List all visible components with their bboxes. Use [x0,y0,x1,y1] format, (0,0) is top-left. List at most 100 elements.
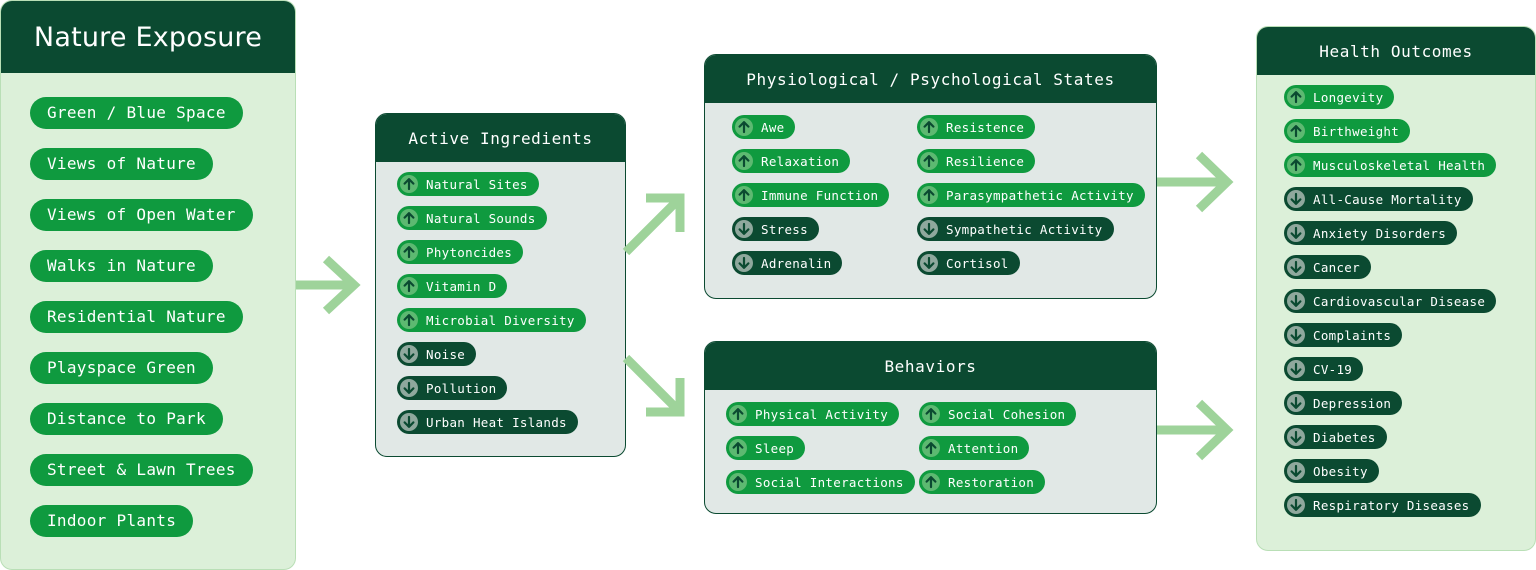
arrow-down-circle-icon [1287,224,1305,242]
chip-label: Social Cohesion [948,406,1066,422]
nature-exposure-list: Green / Blue Space Views of Nature Views… [1,73,295,537]
chip-label: Diabetes [1313,429,1376,445]
chip-label: All-Cause Mortality [1313,191,1462,207]
arrow-down-circle-icon [1287,394,1305,412]
active-item-urban-heat-islands: Urban Heat Islands [397,410,578,434]
arrow-up-circle-icon [735,186,753,204]
arrow-up-circle-icon [735,152,753,170]
arrow-down-circle-icon [400,379,418,397]
health-outcomes-panel: Health Outcomes Longevity Birthweight Mu… [1256,26,1536,551]
arrow-up-circle-icon [729,439,747,457]
chip-label: Restoration [948,474,1035,490]
nature-item-indoor-plants: Indoor Plants [30,505,194,537]
chip-label: Pollution [426,380,497,396]
arrow-up-circle-icon [729,473,747,491]
arrow-down-circle-icon [735,254,753,272]
behavior-item-attention: Attention [919,436,1030,460]
arrow-up-circle-icon [920,118,938,136]
chip-label: Birthweight [1313,123,1400,139]
nature-item-green-blue-space: Green / Blue Space [30,97,243,129]
outcome-item-obesity: Obesity [1284,459,1379,483]
state-item-resistence: Resistence [917,115,1036,139]
arrow-up-right-icon [622,193,685,256]
chip-label: Immune Function [761,187,879,203]
chip-label: Social Interactions [755,474,904,490]
health-outcomes-list: Longevity Birthweight Musculoskeletal He… [1257,75,1535,517]
nature-item-distance-to-park: Distance to Park [30,403,223,435]
arrow-up-circle-icon [400,243,418,261]
nature-item-street-lawn-trees: Street & Lawn Trees [30,454,253,486]
state-item-cortisol: Cortisol [917,251,1020,275]
arrow-right-icon [1157,399,1234,461]
chip-label: Cortisol [946,255,1009,271]
behaviors-panel: Behaviors Physical Activity Sleep Social… [704,341,1157,514]
chip-label: Phytoncides [426,244,513,260]
state-item-parasympathetic-activity: Parasympathetic Activity [917,183,1145,207]
chip-label: Natural Sites [426,176,528,192]
behavior-item-physical-activity: Physical Activity [726,402,900,426]
arrow-down-right-icon [622,354,685,417]
behaviors-column-1: Physical Activity Sleep Social Interacti… [726,402,919,494]
chip-label: Physical Activity [755,406,889,422]
chip-label: Natural Sounds [426,210,536,226]
arrow-down-circle-icon [1287,360,1305,378]
outcome-item-diabetes: Diabetes [1284,425,1387,449]
arrow-up-circle-icon [922,405,940,423]
behavior-item-social-cohesion: Social Cohesion [919,402,1077,426]
arrow-up-circle-icon [1287,156,1305,174]
outcome-item-cardiovascular-disease: Cardiovascular Disease [1284,289,1497,313]
state-item-awe: Awe [732,115,796,139]
state-item-relaxation: Relaxation [732,149,851,173]
health-outcomes-title: Health Outcomes [1257,27,1535,75]
chip-label: Awe [761,119,785,135]
chip-label: Musculoskeletal Health [1313,157,1486,173]
nature-item-views-of-nature: Views of Nature [30,148,213,180]
arrow-down-circle-icon [1287,428,1305,446]
chip-label: Resilience [946,153,1025,169]
chip-label: Vitamin D [426,278,497,294]
chip-label: Cancer [1313,259,1360,275]
arrow-up-circle-icon [735,118,753,136]
outcome-item-musculoskeletal-health: Musculoskeletal Health [1284,153,1497,177]
outcome-item-respiratory-diseases: Respiratory Diseases [1284,493,1481,517]
chip-label: CV-19 [1313,361,1353,377]
active-item-natural-sites: Natural Sites [397,172,539,196]
chip-label: Respiratory Diseases [1313,497,1470,513]
outcome-item-complaints: Complaints [1284,323,1403,347]
chip-label: Adrenalin [761,255,832,271]
behavior-item-sleep: Sleep [726,436,806,460]
chip-label: Sleep [755,440,795,456]
arrow-down-circle-icon [1287,462,1305,480]
arrow-down-circle-icon [1287,326,1305,344]
active-ingredients-panel: Active Ingredients Natural Sites Natural… [375,113,626,457]
nature-item-residential-nature: Residential Nature [30,301,243,333]
behaviors-title: Behaviors [705,342,1156,390]
states-panel: Physiological / Psychological States Awe… [704,54,1157,299]
outcome-item-cv-19: CV-19 [1284,357,1364,381]
chip-label: Complaints [1313,327,1392,343]
chip-label: Relaxation [761,153,840,169]
arrow-down-circle-icon [1287,190,1305,208]
behavior-item-restoration: Restoration [919,470,1046,494]
behaviors-column-2: Social Cohesion Attention Restoration [919,402,1077,494]
outcome-item-longevity: Longevity [1284,85,1395,109]
chip-label: Cardiovascular Disease [1313,293,1486,309]
arrow-down-circle-icon [735,220,753,238]
arrow-down-circle-icon [400,413,418,431]
arrow-down-circle-icon [1287,258,1305,276]
outcome-item-depression: Depression [1284,391,1403,415]
active-item-pollution: Pollution [397,376,508,400]
active-item-natural-sounds: Natural Sounds [397,206,547,230]
arrow-up-circle-icon [920,186,938,204]
active-ingredients-list: Natural Sites Natural Sounds Phytoncides… [376,162,625,434]
nature-exposure-panel: Nature Exposure Green / Blue Space Views… [0,0,296,570]
states-column-2: Resistence Resilience Parasympathetic Ac… [917,115,1145,275]
states-title: Physiological / Psychological States [705,55,1156,103]
arrow-down-circle-icon [920,254,938,272]
chip-label: Sympathetic Activity [946,221,1103,237]
state-item-immune-function: Immune Function [732,183,890,207]
active-item-noise: Noise [397,342,477,366]
chip-label: Stress [761,221,808,237]
state-item-resilience: Resilience [917,149,1036,173]
outcome-item-cancer: Cancer [1284,255,1371,279]
